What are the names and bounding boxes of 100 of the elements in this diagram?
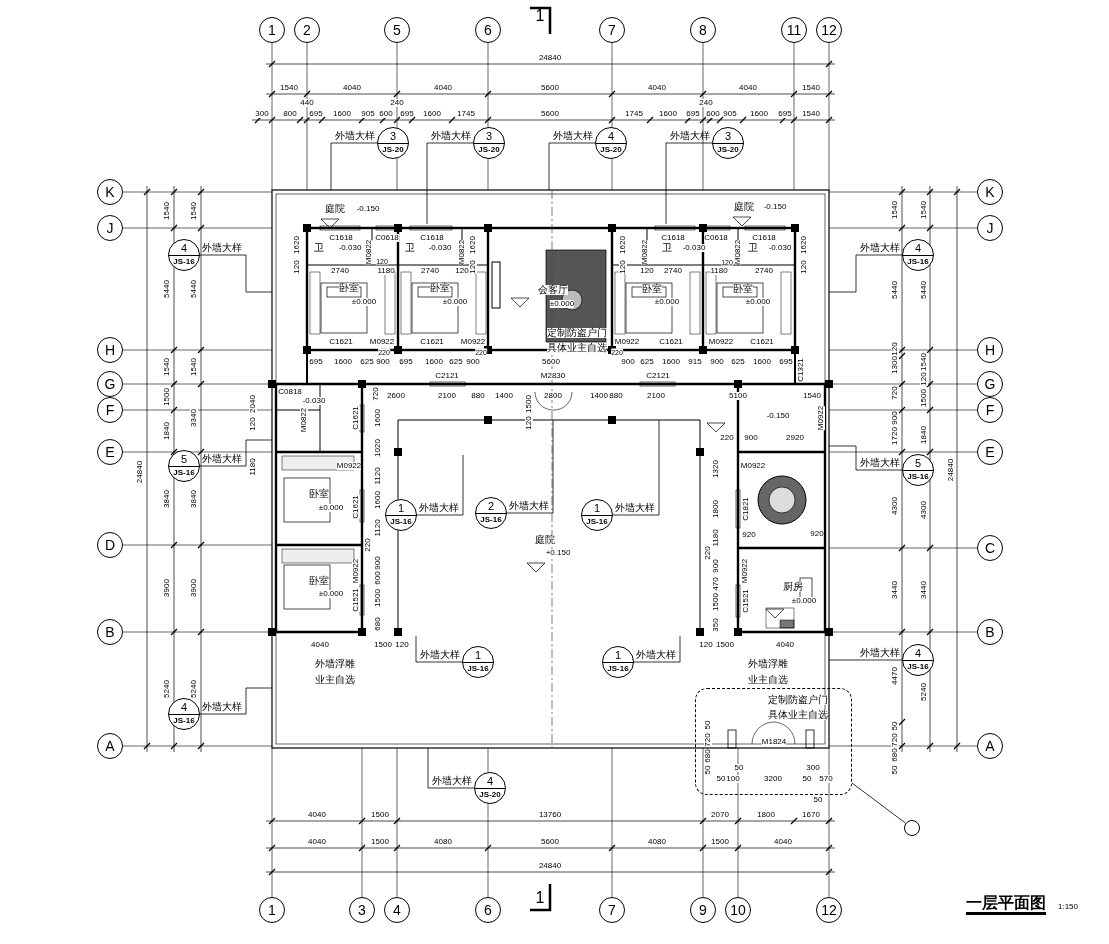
axis-label: 5 xyxy=(393,23,401,37)
dimension-text: 1540 xyxy=(920,201,928,219)
detail-label: 外墙大样 xyxy=(202,243,242,253)
dimension-text: 1800 xyxy=(757,811,775,819)
dimension-text: 50 xyxy=(734,764,744,772)
axis-label: E xyxy=(985,445,995,459)
dimension-text: C1321 xyxy=(797,358,805,382)
dimension-text: 1540 xyxy=(803,392,821,400)
dimension-text: 680 xyxy=(374,617,382,631)
axis-label: B xyxy=(105,625,115,639)
room-note: 业主自选 xyxy=(315,675,355,685)
dimension-text: 4040 xyxy=(739,84,757,92)
dimension-text: C1821 xyxy=(742,497,750,521)
dimension-text: 695 xyxy=(778,110,792,118)
room-note: 卧室 xyxy=(733,284,753,294)
dimension-text: 1020 xyxy=(374,439,382,457)
detail-label: 外墙大样 xyxy=(419,503,459,513)
dimension-text: 220 xyxy=(720,434,734,442)
dimension-text: 1500 xyxy=(716,641,734,649)
axis-bubble xyxy=(599,17,625,43)
room-note: 外墙浮雕 xyxy=(748,659,788,669)
dimension-text: 900 xyxy=(891,411,899,425)
axis-bubble xyxy=(977,371,1003,397)
dimension-text: 880 xyxy=(471,392,485,400)
axis-bubble xyxy=(599,897,625,923)
dimension-text: 4040 xyxy=(776,641,794,649)
dimension-text: C1621 xyxy=(750,338,774,346)
detail-number: 1 xyxy=(614,650,622,661)
scale-text: 1:150 xyxy=(1058,903,1078,911)
dimension-text: 240 xyxy=(699,99,713,107)
detail-callout-circle xyxy=(602,646,634,678)
dimension-text: C0618 xyxy=(704,234,728,242)
drawing-title: 一层平面图 xyxy=(966,894,1046,915)
leader-line xyxy=(426,142,474,225)
axis-label: D xyxy=(104,538,116,552)
dimension-text: 570 xyxy=(819,775,833,783)
dimension-text: 4040 xyxy=(434,84,452,92)
dimension-text: 625 xyxy=(731,358,745,366)
dimension-text: 1180 xyxy=(377,267,395,275)
axis-bubble xyxy=(781,17,807,43)
detail-label: 外墙大样 xyxy=(860,243,900,253)
dimension-text: 1500 xyxy=(371,838,389,846)
dimension-text: ±0.000 xyxy=(318,590,344,598)
dimension-text: M0822 xyxy=(300,407,308,433)
leader-line xyxy=(199,687,273,715)
leader-line xyxy=(828,254,903,293)
detail-circle xyxy=(904,820,920,836)
detail-label: 外墙大样 xyxy=(202,454,242,464)
dimension-text: 5600 xyxy=(541,84,559,92)
door-code: M1824 xyxy=(761,738,787,746)
room-note: 庭院 xyxy=(535,535,555,545)
dimension-text: 1540 xyxy=(280,84,298,92)
axis-label: E xyxy=(105,445,115,459)
dimension-text: M0822 xyxy=(734,239,742,265)
axis-bubble xyxy=(690,897,716,923)
dimension-text: 120 xyxy=(619,260,627,274)
dimension-text: C0818 xyxy=(278,388,302,396)
dimension-text: 1120 xyxy=(374,467,382,485)
axis-bubble xyxy=(97,619,123,645)
dimension-text: 4040 xyxy=(308,838,326,846)
dimension-text: 4300 xyxy=(920,501,928,519)
dimension-text: 880 xyxy=(609,392,623,400)
dimension-text: 900 xyxy=(466,358,480,366)
axis-label: G xyxy=(104,377,116,391)
dimension-text: 1500 xyxy=(163,388,171,406)
axis-bubble xyxy=(259,17,285,43)
room-note: 外墙浮雕 xyxy=(315,659,355,669)
axis-label: A xyxy=(985,739,995,753)
dimension-text: 2800 xyxy=(544,392,562,400)
detail-number: 5 xyxy=(180,454,188,465)
dimension-text: 1840 xyxy=(920,426,928,444)
dimension-text: 120 xyxy=(920,372,928,386)
detail-callout-circle xyxy=(473,127,505,159)
dimension-text: 1540 xyxy=(163,202,171,220)
dimension-text: 1500 xyxy=(525,395,533,413)
sheet-number: JS-16 xyxy=(173,717,195,725)
dimension-text: 900 xyxy=(376,358,390,366)
room-note: 卫 xyxy=(405,243,415,253)
dimension-text: 920 xyxy=(810,530,824,538)
dimension-text: 1600 xyxy=(333,110,351,118)
dimension-text: 4080 xyxy=(648,838,666,846)
dimension-text: 50 xyxy=(891,765,899,775)
detail-label: 外墙大样 xyxy=(335,131,375,141)
dimension-text: 1720 xyxy=(891,427,899,445)
axis-bubble xyxy=(294,17,320,43)
dimension-text: 1745 xyxy=(625,110,643,118)
dimension-text: 1600 xyxy=(659,110,677,118)
dimension-text: -0.030 xyxy=(682,244,706,252)
detail-label: 外墙大样 xyxy=(615,503,655,513)
dimension-text: 220 xyxy=(704,546,712,560)
axis-label: G xyxy=(984,377,996,391)
dimension-text: C1621 xyxy=(420,338,444,346)
axis-label: H xyxy=(984,343,996,357)
dimension-text: 3900 xyxy=(190,579,198,597)
room-note: 具体业主自选 xyxy=(547,343,607,353)
sheet-number: JS-16 xyxy=(390,518,412,526)
axis-label: 1 xyxy=(268,23,276,37)
dimension-text: 120 xyxy=(800,260,808,274)
detail-number: 4 xyxy=(180,702,188,713)
axis-label: J xyxy=(106,221,114,235)
